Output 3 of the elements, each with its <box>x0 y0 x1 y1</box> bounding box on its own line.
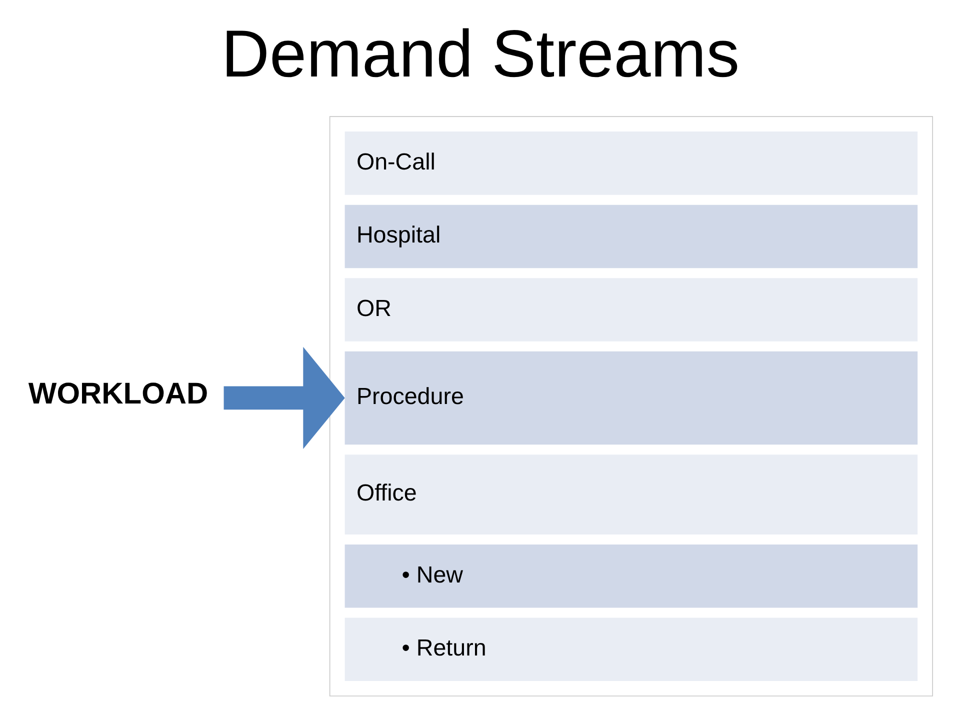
cluster <box>329 116 933 696</box>
node-text: WORKLOAD <box>28 377 208 410</box>
diagram-title: Demand Streams <box>221 17 740 92</box>
